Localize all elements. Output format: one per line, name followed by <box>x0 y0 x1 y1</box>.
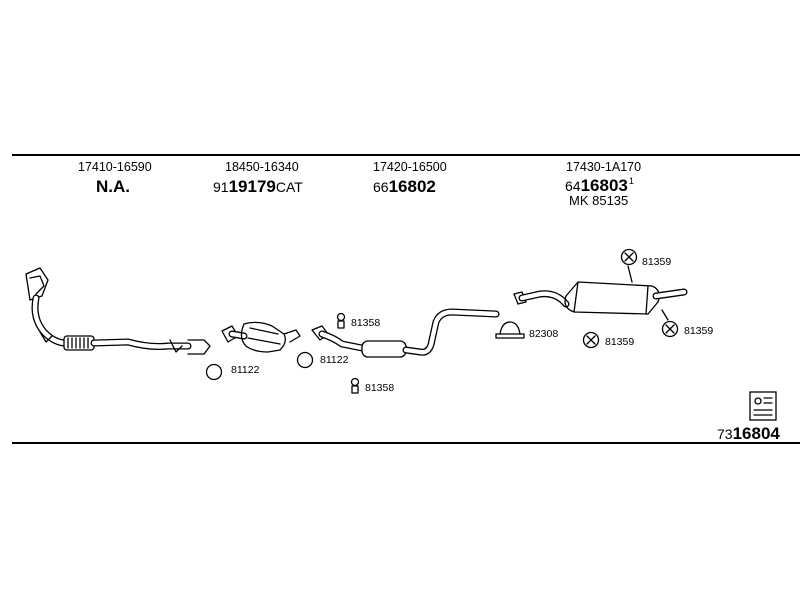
mounting-kit-box-icon <box>749 391 777 421</box>
label-u-clamp: 82308 <box>529 328 559 340</box>
part-code-catalyst: 18450-16340 <box>225 160 299 174</box>
bolt-bottom <box>350 377 360 394</box>
sealing-ring-left <box>205 363 223 381</box>
label-rubber-hanger-right: 81359 <box>684 325 714 337</box>
kit-prefix: 73 <box>717 426 733 442</box>
rear-muffler <box>513 265 688 321</box>
kit-main-number: 16804 <box>732 424 780 443</box>
bolt-top <box>336 312 346 329</box>
part-prefix-catalyst: 91 <box>213 179 229 195</box>
part-code-front-pipe: 17410-16590 <box>78 160 152 174</box>
part-code-rear-muffler: 17430-1A170 <box>566 160 642 174</box>
front-pipe <box>25 267 211 355</box>
mounting-kit-number: MK 85135 <box>569 193 629 208</box>
top-divider <box>12 154 800 156</box>
part-prefix-middle-pipe: 66 <box>373 179 389 195</box>
part-number-rear-muffler: 64168031 <box>565 176 634 196</box>
part-prefix-rear-muffler: 64 <box>565 178 581 194</box>
part-main-rear-muffler: 16803 <box>580 176 628 195</box>
part-note-rear-muffler: 1 <box>628 176 634 186</box>
middle-pipe <box>311 308 500 358</box>
label-sealing-ring-left: 81122 <box>231 364 260 376</box>
rubber-hanger-middle <box>582 331 600 349</box>
part-name-front-pipe: N.A. <box>96 177 130 196</box>
rubber-hanger-right <box>661 320 679 338</box>
label-bolt-bottom: 81358 <box>365 382 395 394</box>
catalytic-converter <box>221 321 301 353</box>
sealing-ring-middle <box>296 351 314 369</box>
kit-number: 7316804 <box>717 424 780 444</box>
part-number-catalyst: 9119179CAT <box>213 177 303 197</box>
part-main-catalyst: 19179 <box>228 177 276 196</box>
rubber-hanger-top <box>620 248 638 266</box>
part-code-middle-pipe: 17420-16500 <box>373 160 447 174</box>
label-sealing-ring-middle: 81122 <box>320 354 349 366</box>
label-rubber-hanger-middle: 81359 <box>605 336 635 348</box>
part-suffix-catalyst: CAT <box>275 179 303 195</box>
label-rubber-hanger-top: 81359 <box>642 256 672 268</box>
label-bolt-top: 81358 <box>351 317 381 329</box>
bottom-divider <box>12 442 800 444</box>
part-main-middle-pipe: 16802 <box>388 177 436 196</box>
u-clamp <box>495 321 525 339</box>
part-number-middle-pipe: 6616802 <box>373 177 436 197</box>
